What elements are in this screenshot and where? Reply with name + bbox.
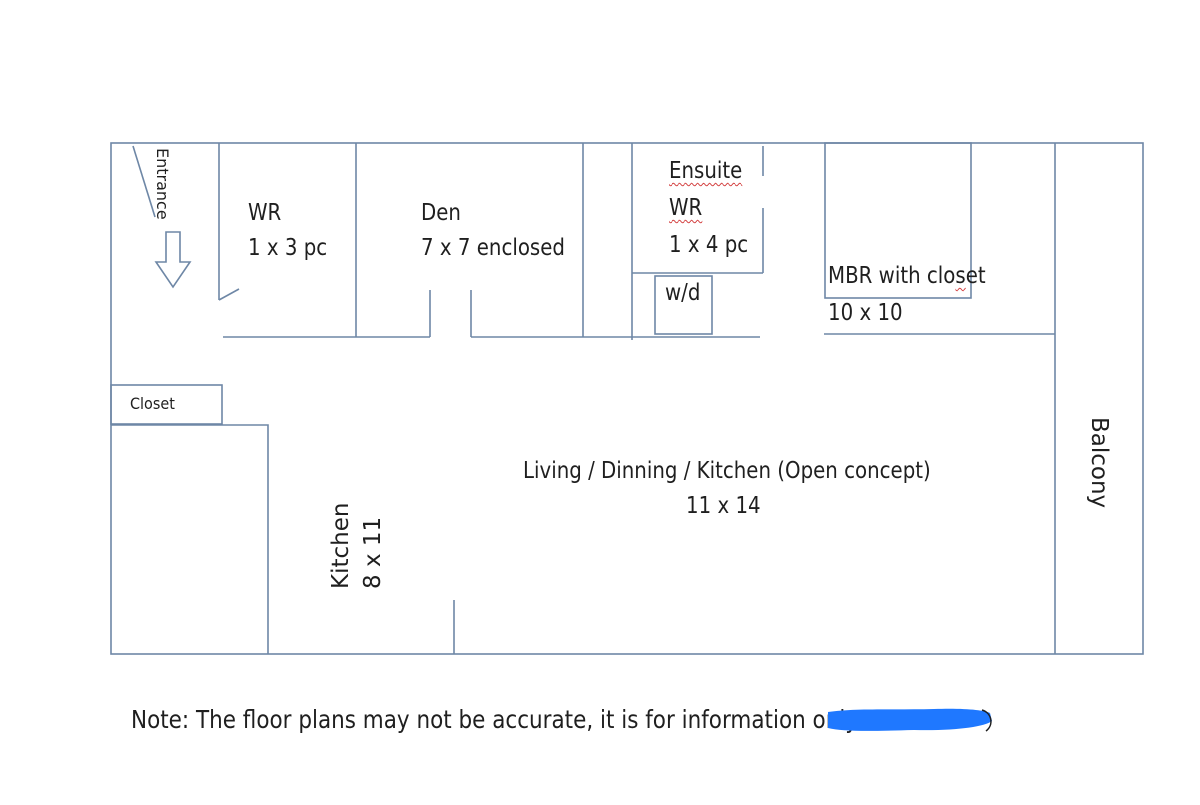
master-name-part1: MBR with clo bbox=[828, 263, 956, 289]
redaction-mark bbox=[828, 708, 992, 732]
master-name-part3: et bbox=[965, 263, 986, 289]
master-size: 10 x 10 bbox=[828, 300, 903, 326]
master-name-part2: s bbox=[955, 263, 966, 289]
wr-name: WR bbox=[248, 200, 282, 226]
den-size: 7 x 7 enclosed bbox=[421, 235, 565, 261]
arrow-down-icon bbox=[154, 231, 192, 289]
living-size: 11 x 14 bbox=[686, 493, 761, 519]
laundry-label: w/d bbox=[665, 280, 701, 306]
wr-door-swing bbox=[218, 288, 240, 301]
closet-box bbox=[110, 384, 223, 425]
ensuite-wr: WR bbox=[669, 195, 703, 221]
living-name: Living / Dinning / Kitchen (Open concept… bbox=[523, 458, 931, 484]
master-closet bbox=[824, 142, 972, 299]
ensuite-size: 1 x 4 pc bbox=[669, 232, 749, 258]
wr-size: 1 x 3 pc bbox=[248, 235, 328, 261]
kitchen-counter bbox=[111, 424, 269, 654]
den-name: Den bbox=[421, 200, 461, 226]
footer-note: Note: The floor plans may not be accurat… bbox=[131, 705, 859, 734]
kitchen-size: 8 x 11 bbox=[360, 516, 386, 589]
laundry-box bbox=[654, 275, 713, 335]
master-name: MBR with closet bbox=[828, 265, 986, 288]
entrance-label: Entrance bbox=[153, 148, 172, 220]
entrance-door bbox=[132, 145, 156, 218]
ensuite-name: Ensuite bbox=[669, 158, 743, 184]
balcony-label: Balcony bbox=[1086, 417, 1112, 509]
closet-label: Closet bbox=[130, 394, 175, 413]
kitchen-name: Kitchen bbox=[328, 502, 354, 589]
